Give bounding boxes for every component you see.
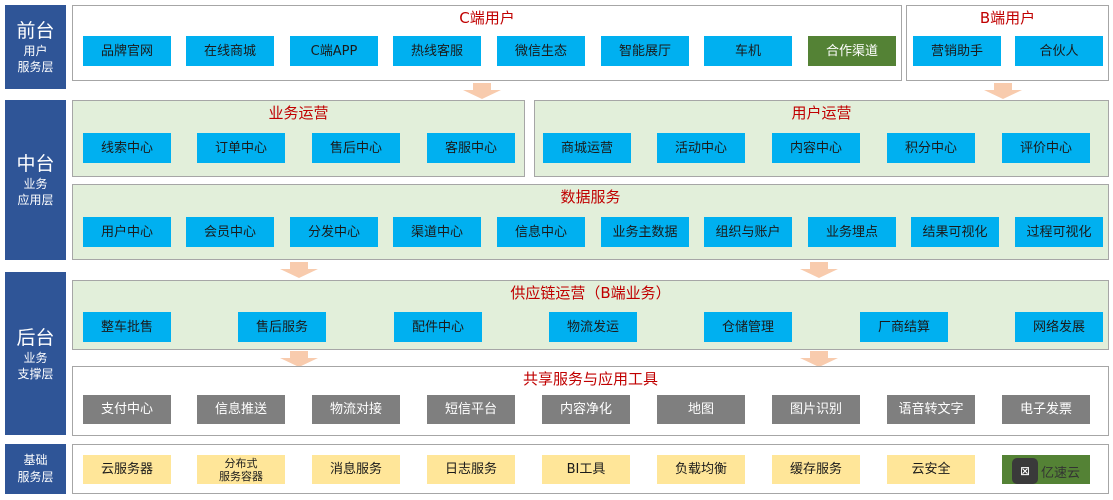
panel-c-users: C端用户 品牌官网 在线商城 C端APP 热线客服 微信生态 智能展厅 车机 合… xyxy=(72,5,902,81)
panel-supply-chain-title: 供应链运营（B端业务） xyxy=(510,284,671,302)
supply-chain-item: 仓储管理 xyxy=(704,312,792,342)
supply-chain-item: 物流发运 xyxy=(549,312,637,342)
b-user-item: 营销助手 xyxy=(913,36,1001,66)
shared-tool-item: 图片识别 xyxy=(772,395,860,424)
panel-business-ops-title: 业务运营 xyxy=(268,104,329,122)
shared-tool-item: 内容净化 xyxy=(542,395,630,424)
panel-b-users-title: B端用户 xyxy=(979,9,1036,27)
down-arrow-icon xyxy=(463,83,501,99)
base-service-item: 云安全 xyxy=(887,455,975,484)
biz-ops-item: 订单中心 xyxy=(197,133,285,163)
down-arrow-icon xyxy=(280,262,318,278)
biz-ops-item: 线索中心 xyxy=(83,133,171,163)
panel-c-users-title: C端用户 xyxy=(459,9,515,27)
base-service-item: 负载均衡 xyxy=(657,455,745,484)
panel-data-service-title: 数据服务 xyxy=(560,188,621,206)
layer-middle-sub2: 应用层 xyxy=(17,193,54,207)
layer-base-sub1: 基础 xyxy=(23,453,48,467)
data-service-item: 业务主数据 xyxy=(601,217,689,247)
base-service-item: BI工具 xyxy=(542,455,630,484)
shared-tool-item: 信息推送 xyxy=(197,395,285,424)
base-service-item: 缓存服务 xyxy=(772,455,860,484)
base-service-item: 消息服务 xyxy=(312,455,400,484)
base-service-item: 日志服务 xyxy=(427,455,515,484)
panel-supply-chain: 供应链运营（B端业务） 整车批售 售后服务 配件中心 物流发运 仓储管理 厂商结… xyxy=(72,280,1109,350)
panel-user-ops-title: 用户运营 xyxy=(791,104,852,122)
panel-business-ops: 业务运营 线索中心 订单中心 售后中心 客服中心 xyxy=(72,100,525,177)
data-service-item: 结果可视化 xyxy=(911,217,999,247)
c-user-item: 微信生态 xyxy=(497,36,585,66)
layer-base: 基础 服务层 xyxy=(5,444,66,494)
c-user-item-highlight: 合作渠道 xyxy=(808,36,896,66)
data-service-item: 信息中心 xyxy=(497,217,585,247)
layer-middle-title: 中台 xyxy=(16,153,55,175)
supply-chain-item: 整车批售 xyxy=(83,312,171,342)
layer-back-sub2: 支撑层 xyxy=(17,366,54,381)
biz-ops-item: 客服中心 xyxy=(427,133,515,163)
biz-ops-item: 售后中心 xyxy=(312,133,400,163)
user-ops-item: 积分中心 xyxy=(887,133,975,163)
panel-b-users: B端用户 营销助手 合伙人 xyxy=(906,5,1109,81)
down-arrow-icon xyxy=(984,83,1022,99)
shared-tool-item: 语音转文字 xyxy=(887,395,975,424)
down-arrow-icon xyxy=(800,262,838,278)
c-user-item: C端APP xyxy=(290,36,378,66)
panel-data-service: 数据服务 用户中心 会员中心 分发中心 渠道中心 信息中心 业务主数据 组织与账… xyxy=(72,184,1109,260)
user-ops-item: 评价中心 xyxy=(1002,133,1090,163)
down-arrow-icon xyxy=(800,351,838,367)
c-user-item: 品牌官网 xyxy=(83,36,171,66)
layer-back: 后台 业务 支撑层 xyxy=(5,272,66,435)
data-service-item: 分发中心 xyxy=(290,217,378,247)
data-service-item: 业务埋点 xyxy=(808,217,896,247)
watermark-logo-icon: ⊠ xyxy=(1012,458,1038,484)
layer-middle: 中台 业务 应用层 xyxy=(5,100,66,260)
layer-back-title: 后台 xyxy=(16,326,55,349)
b-user-item: 合伙人 xyxy=(1015,36,1103,66)
layer-base-sub2: 服务层 xyxy=(17,470,54,484)
shared-tool-item: 地图 xyxy=(657,395,745,424)
supply-chain-item: 厂商结算 xyxy=(860,312,948,342)
down-arrow-icon xyxy=(280,351,318,367)
user-ops-item: 活动中心 xyxy=(657,133,745,163)
c-user-item: 车机 xyxy=(704,36,792,66)
user-ops-item: 内容中心 xyxy=(772,133,860,163)
c-user-item: 热线客服 xyxy=(393,36,481,66)
layer-front-sub1: 用户 xyxy=(23,44,48,58)
shared-tool-item: 短信平台 xyxy=(427,395,515,424)
panel-base-services: 云服务器 分布式 服务容器 消息服务 日志服务 BI工具 负载均衡 缓存服务 云… xyxy=(72,444,1109,494)
layer-front: 前台 用户 服务层 xyxy=(5,5,66,89)
layer-back-sub1: 业务 xyxy=(23,350,48,365)
shared-tool-item: 电子发票 xyxy=(1002,395,1090,424)
c-user-item: 智能展厅 xyxy=(601,36,689,66)
panel-shared-tools: 共享服务与应用工具 支付中心 信息推送 物流对接 短信平台 内容净化 地图 图片… xyxy=(72,366,1109,436)
panel-shared-tools-title: 共享服务与应用工具 xyxy=(522,370,658,388)
c-user-item: 在线商城 xyxy=(186,36,274,66)
supply-chain-item: 售后服务 xyxy=(238,312,326,342)
shared-tool-item: 物流对接 xyxy=(312,395,400,424)
layer-front-sub2: 服务层 xyxy=(17,60,54,74)
data-service-item: 过程可视化 xyxy=(1015,217,1103,247)
watermark-text: 亿速云 xyxy=(1041,465,1081,481)
supply-chain-item: 配件中心 xyxy=(394,312,482,342)
data-service-item: 用户中心 xyxy=(83,217,171,247)
data-service-item: 会员中心 xyxy=(186,217,274,247)
data-service-item: 组织与账户 xyxy=(704,217,792,247)
data-service-item: 渠道中心 xyxy=(393,217,481,247)
base-service-item: 分布式 服务容器 xyxy=(197,455,285,484)
shared-tool-item: 支付中心 xyxy=(83,395,171,424)
base-service-item: 云服务器 xyxy=(83,455,171,484)
watermark: ⊠ 亿速云 xyxy=(1012,456,1110,486)
layer-front-title: 前台 xyxy=(16,20,55,42)
user-ops-item: 商城运营 xyxy=(543,133,631,163)
layer-middle-sub1: 业务 xyxy=(23,177,48,191)
panel-user-ops: 用户运营 商城运营 活动中心 内容中心 积分中心 评价中心 xyxy=(534,100,1109,177)
supply-chain-item: 网络发展 xyxy=(1015,312,1103,342)
